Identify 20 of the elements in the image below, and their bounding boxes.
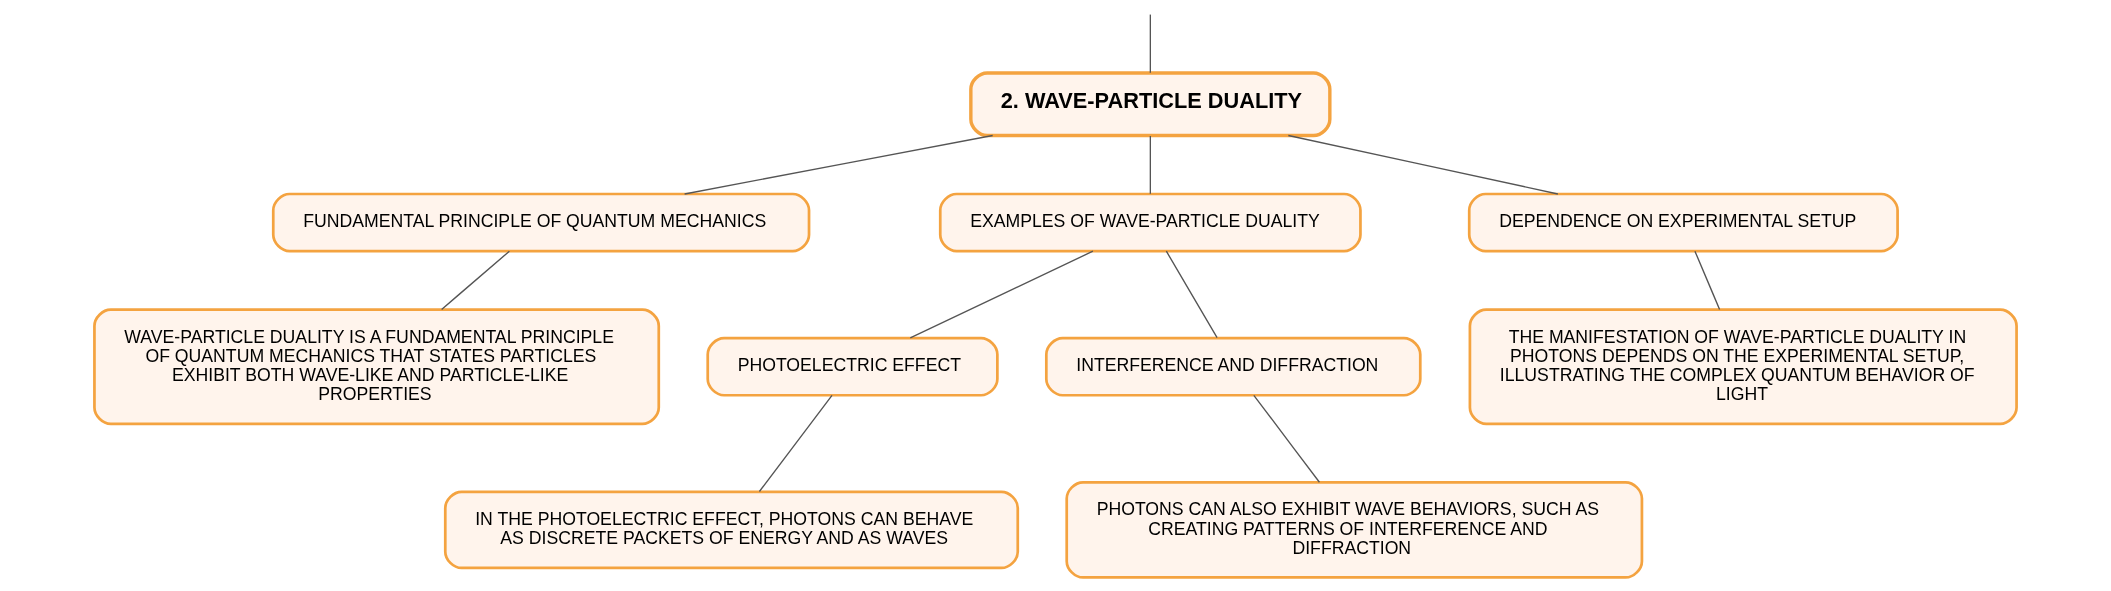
connector: [1149, 13, 1152, 74]
node-box: FUNDAMENTAL PRINCIPLE OF QUANTUM MECHANICS: [271, 192, 811, 253]
connector: [1149, 135, 1152, 195]
node-box: INTERFERENCE AND DIFFRACTION: [1044, 336, 1422, 397]
node-box: 2. WAVE-PARTICLE DUALITY: [969, 71, 1332, 138]
connector: [683, 134, 994, 195]
node-box: PHOTONS CAN ALSO EXHIBIT WAVE BEHAVIORS, SUCH AS CREATING PATTERNS OF INTERFERENCE AND DIFFRACTION: [1065, 480, 1644, 579]
connector: [1694, 250, 1721, 311]
connector: [1287, 134, 1559, 195]
connector: [440, 250, 511, 311]
node-box: EXAMPLES OF WAVE-PARTICLE DUALITY: [938, 192, 1362, 253]
connector: [758, 394, 833, 493]
connector: [1165, 250, 1218, 339]
connector: [1253, 394, 1321, 483]
node-box: IN THE PHOTOELECTRIC EFFECT, PHOTONS CAN BEHAVE AS DISCRETE PACKETS OF ENERGY AND AS WAVES: [443, 490, 1020, 570]
connector: [909, 250, 1094, 339]
node-box: PHOTOELECTRIC EFFECT: [706, 336, 999, 397]
node-box: DEPENDENCE ON EXPERIMENTAL SETUP: [1467, 192, 1899, 253]
node-box: WAVE-PARTICLE DUALITY IS A FUNDAMENTAL PRINCIPLE OF QUANTUM MECHANICS THAT STATES PARTICLES EXHIBIT BOTH WAVE-LIKE AND PARTICLE-LIKE PROPERTIES: [93, 308, 661, 426]
node-box: THE MANIFESTATION OF WAVE-PARTICLE DUALITY IN PHOTONS DEPENDS ON THE EXPERIMENTAL SETUP, ILLUSTRATING THE COMPLEX QUANTUM BEHAVIOR OF LIGHT: [1468, 308, 2018, 426]
